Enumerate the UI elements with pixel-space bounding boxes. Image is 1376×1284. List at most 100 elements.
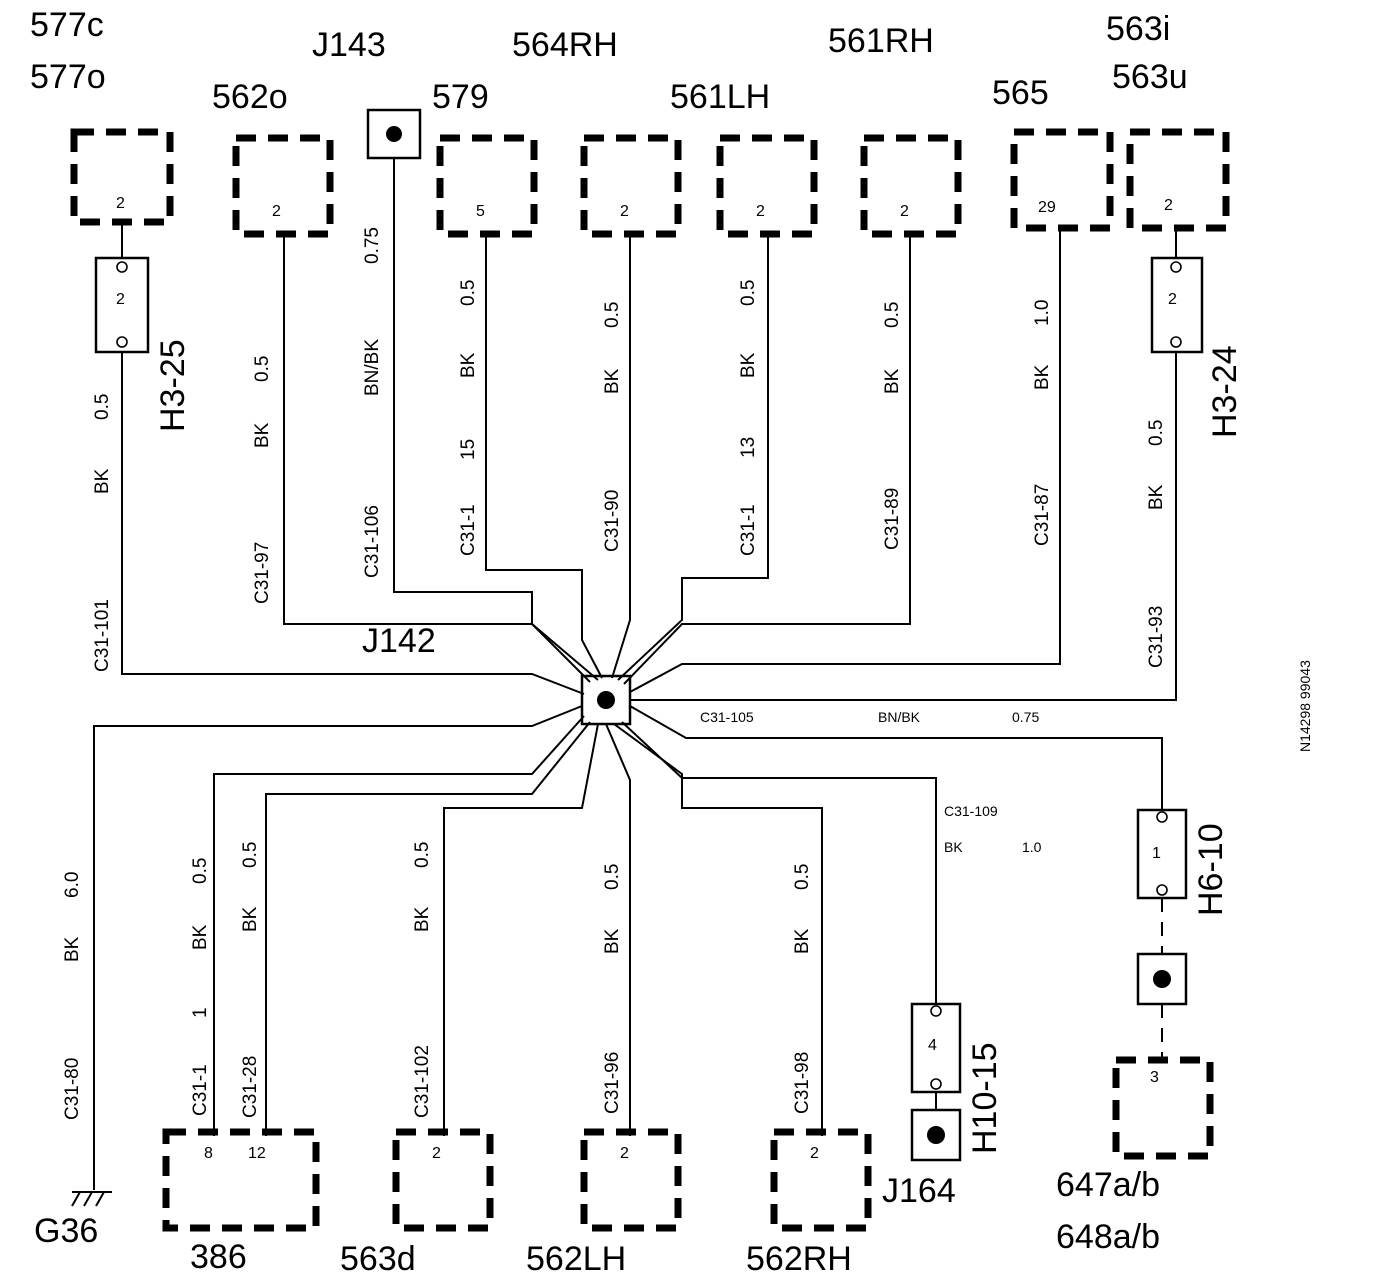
pin-h10-15: 4 — [928, 1037, 937, 1054]
label-j143: J143 — [312, 26, 386, 64]
wire-c31-98 — [613, 723, 823, 1136]
pin-565: 29 — [1038, 199, 1056, 216]
inline-h6-10 — [1136, 808, 1188, 900]
wire-c31-102 — [443, 723, 599, 1136]
h3-25-hole-top — [116, 261, 128, 273]
wire-color-w4: BK — [458, 352, 479, 378]
wire-circuit-w7: C31-89 — [882, 488, 903, 550]
pin-561rh: 2 — [900, 203, 909, 220]
label-562lh: 562LH — [526, 1240, 626, 1278]
splice-j143-dot — [386, 126, 402, 142]
wire-size-w2: 0.5 — [252, 356, 273, 382]
pin-h6-10: 1 — [1152, 845, 1161, 862]
wire-circuit-w13: C31-1 — [190, 1064, 211, 1116]
reference-code: N14298 99043 — [1297, 660, 1313, 752]
wire-circuit-w15: C31-102 — [412, 1045, 433, 1118]
wire-c31-1-1 — [213, 715, 585, 1136]
splice-j142-dot — [597, 691, 615, 709]
wire-circuit-w16: C31-96 — [602, 1052, 623, 1114]
wire-size-w8: 1.0 — [1032, 300, 1053, 326]
splice-h6-10-dot — [1153, 970, 1171, 988]
wire-size-w17: 0.5 — [792, 864, 813, 890]
pin-563: 2 — [1164, 197, 1173, 214]
h6-10-hole-top — [1156, 811, 1168, 823]
connector-563 — [1126, 128, 1230, 232]
connector-386 — [162, 1128, 320, 1232]
wire-circuit-w11: C31-109 — [944, 803, 998, 819]
wire-c31-106 — [393, 158, 599, 681]
wire-c31-80 — [93, 705, 583, 1190]
wire-circuit-w1: C31-101 — [92, 599, 113, 672]
label-j142: J142 — [362, 622, 436, 660]
pin-562rh: 2 — [810, 1145, 819, 1162]
splice-j164-dot — [927, 1126, 945, 1144]
wire-color-w8: BK — [1032, 364, 1053, 390]
wire-circuit-w10: C31-105 — [700, 709, 754, 725]
wire-c31-109 — [621, 721, 937, 1004]
label-564rh: 564RH — [512, 26, 618, 64]
wire-c31-101 — [121, 352, 585, 695]
wire-color-w2: BK — [252, 422, 273, 448]
wire-size-w15: 0.5 — [412, 842, 433, 868]
wire-c31-28 — [265, 721, 591, 1136]
connector-579 — [436, 134, 538, 238]
wire-size-w12: 6.0 — [62, 872, 83, 898]
wire-color-w5: BK — [602, 368, 623, 394]
wire-size-w6: 0.5 — [738, 280, 759, 306]
wire-circuit-w2: C31-97 — [252, 542, 273, 604]
label-577o: 577o — [30, 58, 106, 96]
wire-c31-1-13 — [617, 234, 769, 681]
wire-size-w16: 0.5 — [602, 864, 623, 890]
connector-563d — [392, 1128, 494, 1232]
wire-size-w3: 0.75 — [362, 227, 383, 264]
wire-color-w3: BN/BK — [362, 339, 383, 396]
wire-color-w15: BK — [412, 906, 433, 932]
wire-color-w16: BK — [602, 928, 623, 954]
pin-561lh: 2 — [756, 203, 765, 220]
label-h3-25: H3-25 — [154, 339, 192, 432]
wire-color-w10: BN/BK — [878, 709, 921, 725]
label-h3-24: H3-24 — [1206, 345, 1244, 438]
label-565: 565 — [992, 74, 1049, 112]
label-563d: 563d — [340, 1240, 416, 1278]
wire-color-w14: BK — [240, 906, 261, 932]
wire-circuit-w4: C31-1 — [458, 504, 479, 556]
wire-size-w4: 0.5 — [458, 280, 479, 306]
connector-561rh — [860, 134, 962, 238]
wire-c31-93 — [630, 352, 1177, 701]
label-563u: 563u — [1112, 58, 1188, 96]
connector-564rh — [580, 134, 682, 238]
ground-hatch-3 — [95, 1191, 105, 1207]
wire-circuit-w9: C31-93 — [1146, 606, 1167, 668]
label-g36: G36 — [34, 1212, 98, 1250]
h3-25-hole-bottom — [116, 336, 128, 348]
wire-size-w7: 0.5 — [882, 302, 903, 328]
wire-size-w1: 0.5 — [92, 394, 113, 420]
connector-562lh — [580, 1128, 682, 1232]
label-579: 579 — [432, 78, 489, 116]
pin-h3-24: 2 — [1168, 291, 1177, 308]
pin-562o: 2 — [272, 203, 281, 220]
connector-562o — [232, 134, 334, 238]
label-h10-15: H10-15 — [966, 1042, 1004, 1154]
pin-577: 2 — [116, 195, 125, 212]
connector-565 — [1010, 128, 1114, 232]
label-647ab: 647a/b — [1056, 1166, 1160, 1204]
pin-562lh: 2 — [620, 1145, 629, 1162]
wire-color-w6: BK — [738, 352, 759, 378]
wire-circuit-w14: C31-28 — [240, 1056, 261, 1118]
wire-size-w11: 1.0 — [1022, 839, 1042, 855]
connector-647 — [1112, 1056, 1214, 1160]
label-h6-10: H6-10 — [1192, 823, 1230, 916]
wire-circuit-w3: C31-106 — [362, 505, 383, 578]
wire-c31-97 — [283, 234, 591, 683]
wire-cavity-w6: 13 — [738, 437, 759, 458]
connector-561lh — [716, 134, 818, 238]
wire-c31-90 — [611, 234, 631, 679]
wire-circuit-w6: C31-1 — [738, 504, 759, 556]
label-563i: 563i — [1106, 10, 1170, 48]
wire-color-w17: BK — [792, 928, 813, 954]
wire-c31-96 — [605, 723, 631, 1136]
h10-15-hole-top — [930, 1005, 942, 1017]
wire-size-w9: 0.5 — [1146, 420, 1167, 446]
